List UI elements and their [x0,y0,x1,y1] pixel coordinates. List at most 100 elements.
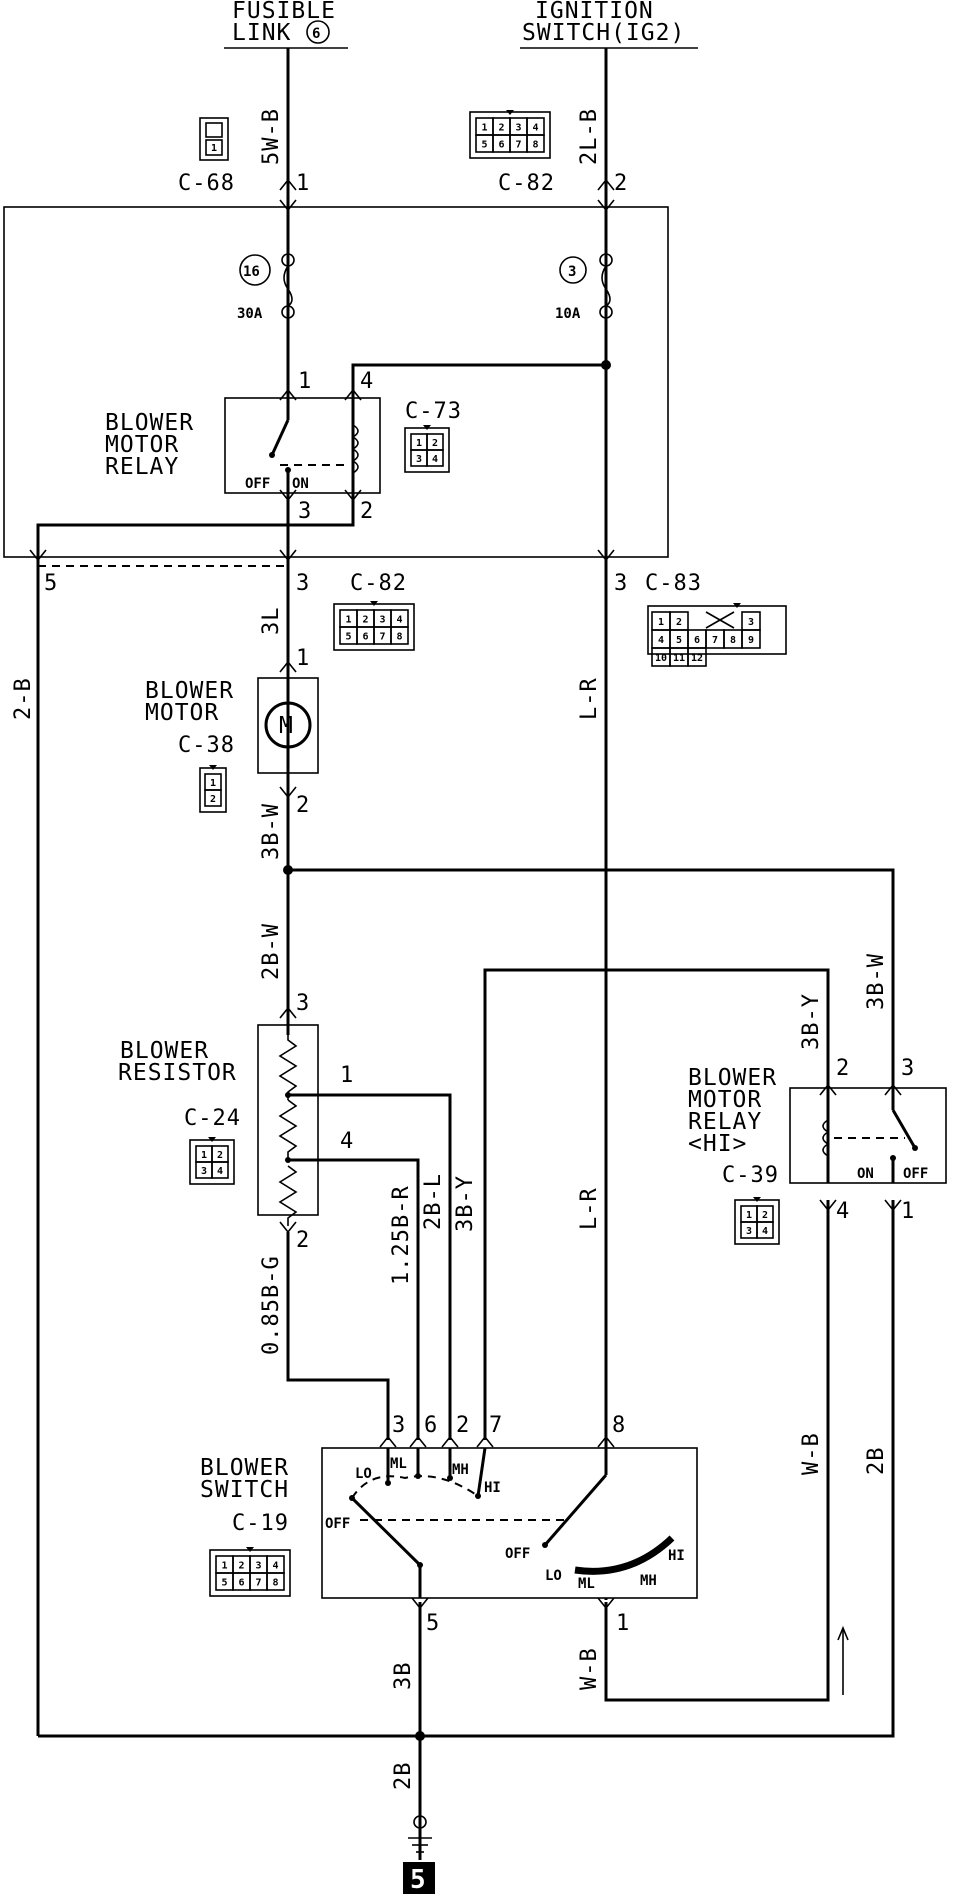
svg-text:3: 3 [296,571,310,596]
svg-text:2B: 2B [391,1762,416,1791]
connector-cell: 3 [256,1561,262,1572]
connector-cell: 2 [363,615,369,626]
svg-text:LO: LO [545,1568,562,1584]
connector-cell: 7 [712,635,718,646]
svg-text:3: 3 [296,991,310,1016]
svg-text:C-19: C-19 [232,1511,289,1536]
svg-text:2: 2 [296,793,310,818]
connector-cell: 3 [416,454,422,465]
svg-text:2: 2 [360,499,374,524]
page-badge: 5 [403,1862,435,1895]
svg-text:HI: HI [668,1548,685,1564]
connector-cell: 10 [655,653,667,664]
svg-text:2B: 2B [864,1447,889,1476]
connector-cell: 1 [346,615,352,626]
connector-cell: 1 [210,778,216,789]
svg-text:ML: ML [578,1576,595,1592]
splice-points [283,360,611,1741]
connector-cell: 8 [730,635,736,646]
connector-cell: 3 [201,1166,207,1177]
connector-cell: 1 [482,123,488,134]
svg-text:5: 5 [44,571,58,596]
svg-text:2: 2 [614,171,628,196]
connector-cell: 6 [499,140,505,151]
svg-text:1.25B-R: 1.25B-R [389,1185,414,1285]
junction-box [3,206,669,567]
svg-text:1: 1 [296,646,310,671]
svg-text:OFF: OFF [245,476,270,492]
svg-text:3B: 3B [391,1662,416,1691]
connector-cell: 12 [691,653,703,664]
svg-text:SWITCH(IG2): SWITCH(IG2) [522,20,685,46]
pin-arrows [29,178,902,1610]
svg-text:MOTOR: MOTOR [145,700,219,726]
svg-text:SWITCH: SWITCH [200,1477,289,1503]
svg-text:7: 7 [489,1413,503,1438]
connector-cell: 1 [222,1561,228,1572]
svg-text:1: 1 [901,1199,915,1224]
fuse-30a: 16 30A [237,253,295,322]
svg-text:C-82: C-82 [350,571,407,596]
svg-text:3B-Y: 3B-Y [453,1175,478,1232]
svg-text:30A: 30A [237,306,263,322]
svg-text:L-R: L-R [577,677,602,720]
connector-cell: 3 [516,123,522,134]
connector-cell: 2 [762,1210,768,1221]
connector-cell: 5 [676,635,682,646]
connector-cell: 6 [694,635,700,646]
svg-text:1: 1 [340,1063,354,1088]
connector-face-c38: 12 [199,765,227,813]
ground-icon [408,1815,432,1853]
svg-text:C-24: C-24 [184,1106,241,1131]
up-arrow-icon [837,1625,849,1695]
svg-text:1: 1 [296,171,310,196]
blower-switch: LO ML MH HI OFF OFF LO ML MH HI BLOWER S… [200,1447,698,1600]
blower-motor: M BLOWER MOTOR [145,677,319,774]
svg-text:LINK: LINK [232,20,291,46]
connector-cell: 1 [658,617,664,628]
connector-cell: 4 [217,1166,223,1177]
svg-text:8: 8 [612,1413,626,1438]
svg-text:2-B: 2-B [11,677,36,720]
connector-cell: 5 [482,140,488,151]
svg-text:M: M [279,713,294,739]
connector-cell: 3 [748,617,754,628]
svg-text:1: 1 [298,369,312,394]
svg-text:2B-L: 2B-L [421,1173,446,1230]
svg-text:C-38: C-38 [178,733,235,758]
svg-text:ON: ON [857,1166,874,1182]
svg-text:3B-Y: 3B-Y [799,993,824,1050]
svg-text:C-82: C-82 [498,171,555,196]
svg-text:3: 3 [298,499,312,524]
svg-text:BLOWER: BLOWER [200,1455,289,1481]
connector-cell: 4 [533,123,539,134]
connector-cell: 7 [516,140,522,151]
connector-cell: 2 [239,1561,245,1572]
connector-cell: 4 [658,635,664,646]
connector-face-c68: 1 [199,117,229,161]
fusible-link-label: FUSIBLE LINK 6 [224,0,348,49]
svg-text:3: 3 [568,264,576,280]
connector-cell: 4 [273,1561,279,1572]
connector-cell: 1 [416,438,422,449]
svg-text:C-83: C-83 [645,571,702,596]
svg-text:0.85B-G: 0.85B-G [259,1255,284,1355]
svg-text:C-73: C-73 [405,399,462,424]
svg-text:2: 2 [456,1413,470,1438]
svg-text:3: 3 [614,571,628,596]
blower-motor-relay-hi: ON OFF BLOWER MOTOR RELAY <HI> [688,1065,947,1184]
svg-text:C-68: C-68 [178,171,235,196]
connector-cell: 5 [346,632,352,643]
connector-cell: 7 [380,632,386,643]
svg-text:5: 5 [410,1865,426,1895]
svg-text:5W-B: 5W-B [259,108,284,165]
wire-network [36,48,895,1860]
svg-text:RELAY: RELAY [688,1109,762,1135]
svg-text:BLOWER: BLOWER [145,678,234,704]
connector-cell: 2 [499,123,505,134]
wire-labels: 5W-B 2L-B 2-B 3L L-R 3B-W 2B-W 3B-W 3B-Y… [11,108,889,1790]
